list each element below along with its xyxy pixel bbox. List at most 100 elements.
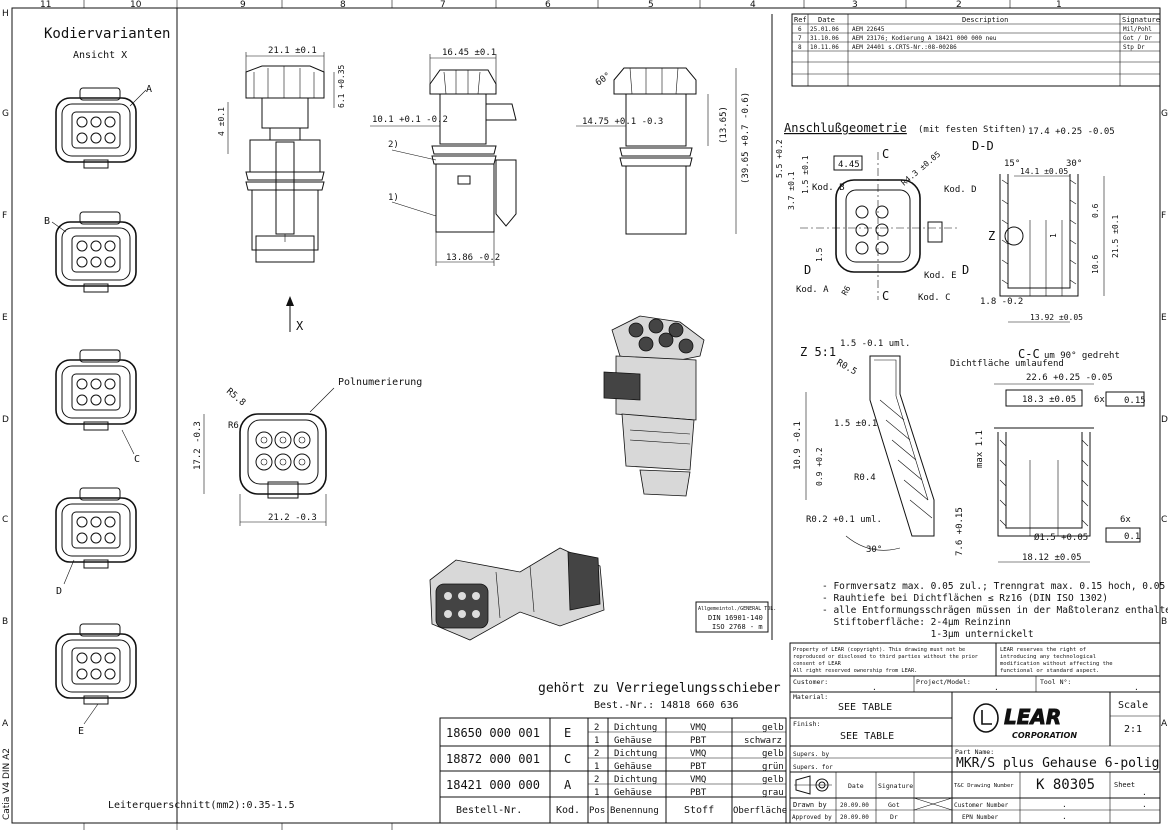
section-d-left: D xyxy=(804,263,811,277)
section-c-top: C xyxy=(882,147,889,161)
row-letters: H G F E D C B A G F E D C B A Catia V4 D… xyxy=(2,9,1168,820)
rev-sig-8: Stp Dr xyxy=(1123,44,1145,51)
lear-logo-subtext: CORPORATION xyxy=(1012,731,1077,740)
material-label: Material: xyxy=(793,693,828,701)
dd-angle-15: 15° xyxy=(1004,159,1020,169)
property-note-1: Property of LEAR (copyright). This drawi… xyxy=(793,647,965,653)
part-a-name-2: Dichtung xyxy=(614,775,657,785)
drawn-date: 20.09.00 xyxy=(840,802,869,809)
variant-c: C xyxy=(55,349,140,465)
part-kod-e: E xyxy=(564,726,571,740)
tool-label: Tool N°: xyxy=(1040,678,1071,686)
view-arrow-x: X xyxy=(286,296,304,333)
part-c-color-2: gelb xyxy=(762,749,784,759)
variant-label-d: D xyxy=(56,586,62,597)
detail-z: Z 5:1 1.5 -0.1 uml. R0.5 1.5 ±0.1 10.9 -… xyxy=(793,339,935,555)
cc-dim-76: 7.6 +0.15 xyxy=(955,507,965,556)
detail-z-dim-r02: R0.2 +0.1 uml. xyxy=(806,515,882,525)
side-dim-width: 21.1 ±0.1 xyxy=(268,46,317,56)
connection-geometry: Anschlußgeometrie (mit festen Stiften) 1… xyxy=(771,14,1120,640)
row-b: B xyxy=(2,617,8,627)
customer-label: Customer: xyxy=(793,678,828,686)
front-view: 16.45 ±0.1 10.1 +0.1 -0.2 13.86 -0.2 2) … xyxy=(370,48,517,266)
drawing-number-label: T&C Drawing Number xyxy=(954,783,1014,789)
side-view: 21.1 ±0.1 4 ±0.1 6.1 +0.35 xyxy=(217,46,346,263)
variant-label-a: A xyxy=(146,84,152,95)
cc-dim-d15: Ø1.5 +0.05 xyxy=(1034,532,1088,543)
header-kod: Kod. xyxy=(556,805,580,816)
rights-note-1: LEAR reserves the right of xyxy=(1000,647,1086,653)
geom-dim-15b: 1.5 xyxy=(815,247,824,262)
section-cc-title: C-C xyxy=(1018,347,1040,361)
section-cc-note: um 90° gedreht xyxy=(1044,351,1120,361)
part-e-pos-2: 2 xyxy=(594,723,599,733)
cc-6x-top: 6x xyxy=(1094,395,1105,405)
part-c-name-2: Dichtung xyxy=(614,749,657,759)
header-pos: Pos. xyxy=(589,806,611,816)
section-d-right: D xyxy=(962,263,969,277)
sheet-label: Sheet xyxy=(1114,781,1135,789)
cc-6x-bottom: 6x xyxy=(1120,515,1131,525)
dd-dim-1392: 13.92 ±0.05 xyxy=(1030,313,1083,322)
part-a-color-1: grau xyxy=(762,788,784,798)
tool-value: . xyxy=(1134,683,1139,692)
sheet-count-value: . xyxy=(1142,800,1147,809)
geom-dim-15a: 1.5 ±0.1 xyxy=(801,155,810,194)
rev-sig-6: Mil/Pohl xyxy=(1123,26,1152,33)
geom-dim-37: 3.7 ±0.1 xyxy=(787,171,796,210)
side-label: Catia V4 DIN A2 xyxy=(2,748,12,820)
customer-number-value: . xyxy=(1062,800,1067,809)
dd-dim-1: 1 xyxy=(1049,233,1058,238)
variant-a: A xyxy=(55,84,152,169)
part-a-color-2: gelb xyxy=(762,775,784,785)
dd-dim-215: 21.5 ±0.1 xyxy=(1111,214,1120,258)
isometric-view-bottom xyxy=(429,547,605,641)
lear-logo: LEAR CORPORATION xyxy=(973,703,1077,740)
row-a: A xyxy=(2,719,9,729)
order-number: Best.-Nr.: 14818 660 636 xyxy=(594,700,739,711)
parts-table: 18650 000 001 E 2 Dichtung VMQ gelb 1 Ge… xyxy=(439,717,787,824)
row-b-right: B xyxy=(1161,617,1167,627)
pin-dim-r-outer: R5.8 xyxy=(224,387,247,409)
part-e-color-1: schwarz xyxy=(744,736,782,746)
isometric-view-top xyxy=(603,315,705,497)
detail-z-dim-15b: 1.5 ±0.1 xyxy=(834,419,877,429)
projection-symbol-icon xyxy=(794,775,832,795)
dd-dim-106: 10.6 xyxy=(1091,255,1100,274)
kod-c-label: Kod. C xyxy=(918,293,951,303)
part-c-name-1: Gehäuse xyxy=(614,762,652,772)
coding-variants-subtitle: Ansicht X xyxy=(73,50,127,61)
rev-desc-6: AEM 22645 xyxy=(852,26,885,33)
cc-position-tol-top: 0.15 xyxy=(1124,396,1146,406)
col-7: 7 xyxy=(440,0,446,10)
variant-d: D xyxy=(55,487,137,597)
rev-date-6: 25.01.06 xyxy=(810,26,839,33)
rights-note-3: modification without affecting the xyxy=(1000,661,1113,667)
variant-label-c: C xyxy=(134,454,140,465)
approved-date: 20.09.00 xyxy=(840,814,869,821)
lear-logo-text: LEAR xyxy=(1004,705,1061,729)
rev-date-8: 10.11.06 xyxy=(810,44,839,51)
property-note-3: consent of LEAR xyxy=(793,661,842,667)
variant-b: B xyxy=(44,211,137,293)
header-material: Stoff xyxy=(684,805,714,816)
sheet-value: . xyxy=(1142,788,1147,797)
note-line-1: - Formversatz max. 0.05 zul.; Trenngrat … xyxy=(822,581,1168,592)
section-cc: C-C um 90° gedreht Dichtfläche umlaufend… xyxy=(950,347,1146,563)
part-kod-a: A xyxy=(564,778,572,792)
part-e-mat-2: VMQ xyxy=(690,723,706,733)
coding-variants-title: Kodiervarianten xyxy=(44,26,170,42)
arrow-x-label: X xyxy=(296,319,304,333)
part-e-mat-1: PBT xyxy=(690,736,707,746)
geom-dim-r43: R4.3 ±0.05 xyxy=(900,150,943,188)
col-4: 4 xyxy=(750,0,756,10)
epn-label: EPN Number xyxy=(962,814,999,821)
part-e-color-2: gelb xyxy=(762,723,784,733)
kod-e-label: Kod. E xyxy=(924,271,957,281)
row-a-right: A xyxy=(1161,719,1168,729)
project-value: . xyxy=(994,683,999,692)
detail-z-dim-15: 1.5 -0.1 uml. xyxy=(840,339,910,349)
front-dim-width: 16.45 ±0.1 xyxy=(442,48,496,58)
right-dim-total: (39.65 +0.7 -0.6) xyxy=(741,92,751,184)
general-tolerance-box: Allgemeintol./GENERAL TOL. DIN 16901-140… xyxy=(695,601,776,633)
